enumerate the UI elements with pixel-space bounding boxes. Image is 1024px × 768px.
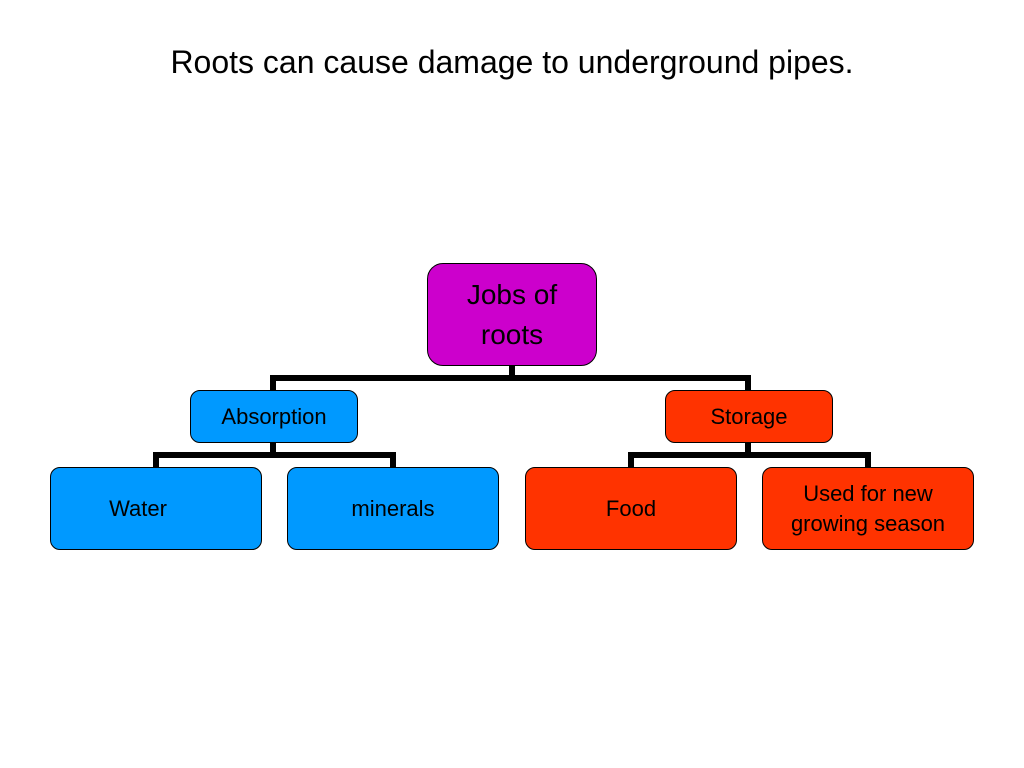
node-absorption: Absorption xyxy=(190,390,358,443)
node-storage-label: Storage xyxy=(710,403,788,429)
node-water-label: Water xyxy=(109,495,167,521)
node-absorption-label: Absorption xyxy=(221,403,327,429)
root-node-label: Jobs of roots xyxy=(466,278,558,350)
node-water: Water xyxy=(50,467,262,550)
node-food: Food xyxy=(525,467,737,550)
node-minerals-label: minerals xyxy=(351,495,435,521)
node-storage: Storage xyxy=(665,390,833,443)
root-node-jobs-of-roots: Jobs of roots xyxy=(427,263,597,366)
node-minerals: minerals xyxy=(287,467,499,550)
slide-title: Roots can cause damage to underground pi… xyxy=(170,44,854,80)
node-used-for-new-growing-season: Used for new growing season xyxy=(762,467,974,550)
node-food-label: Food xyxy=(605,495,657,521)
node-used-label: Used for new growing season xyxy=(790,480,946,536)
